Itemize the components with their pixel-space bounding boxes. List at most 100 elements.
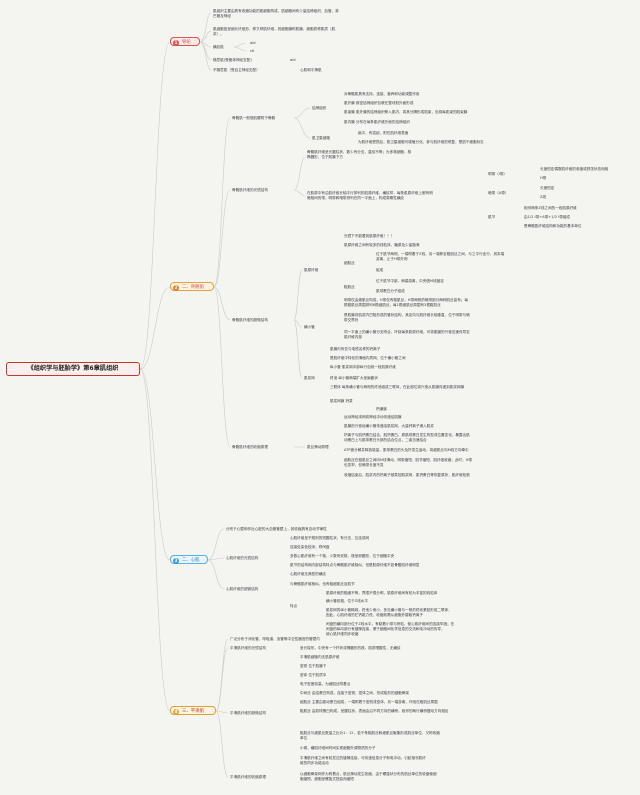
mindmap-node[interactable]: 位于肌节两侧，一端附着于Z线，另一端伸至粗肌丝之间，与之平行走行，其末端: [376, 252, 505, 256]
skeletal-branch-ultrastructure[interactable]: 骨骼肌纤维的超微结构: [232, 318, 268, 322]
intro-node[interactable]: 随意肌(受躯体神经支配): [213, 58, 252, 62]
mindmap-node[interactable]: 钙离子与肌钙蛋白结合，肌钙蛋白、原肌球蛋白发生构型或位置变化，暴露出肌: [344, 433, 470, 437]
mindmap-node[interactable]: 位于肌节中部，两端游离，中央借M线固定: [376, 279, 444, 283]
mindmap-node[interactable]: 运动神经末梢将神经冲动传递给肌膜: [344, 415, 402, 419]
mindmap-node[interactable]: 动蛋白上与肌球蛋白头部的结合位点，二者迅速结合: [344, 438, 427, 442]
intro-node[interactable]: ald: [250, 41, 256, 45]
mindmap-node[interactable]: 游离，止于H带外侧: [376, 257, 408, 261]
mindmap-node[interactable]: 是骨骼肌纤维结构和功能的基本单位: [524, 224, 582, 228]
mindmap-node[interactable]: 同一平面上的横小管分支吻合，环绕每条肌原纤维，可将肌膜的兴奋迅速传导至: [344, 330, 470, 334]
mindmap-node[interactable]: 收缩结束后，肌浆内的钙离子被泵回肌浆网，肌钙蛋白等恢复原状，肌纤维松弛: [344, 473, 470, 477]
mindmap-node[interactable]: 骨骼肌纤维呈长圆柱状，数少有分支，直径不等；为多核细胞，核: [307, 150, 412, 154]
intro-node[interactable]: 心肌和平滑肌: [300, 68, 322, 72]
mindmap-node[interactable]: 肌原纤维之间有较多的线粒体，糖原及少量脂滴: [344, 243, 420, 247]
mindmap-node[interactable]: 肌卫星细胞: [312, 136, 330, 140]
mindmap-node[interactable]: 也变窄，但暗带长度不变: [344, 463, 384, 467]
mindmap-node[interactable]: 为肌纤维受损后，肌卫星细胞可增殖分化，参与肌纤维的修复，是肌干细胞标志: [358, 140, 484, 144]
smooth-branch-light[interactable]: 平滑肌纤维的光镜结构: [230, 646, 266, 650]
mindmap-node[interactable]: 光镜下不能看到肌原纤维！！！: [344, 234, 395, 238]
mindmap-node[interactable]: 肌膜的兴奋经横小管传递给肌浆网，大量钙离子涌入肌浆: [344, 424, 434, 428]
mindmap-node[interactable]: 肌原纤维: [304, 268, 319, 272]
mindmap-node[interactable]: H带: [540, 176, 547, 180]
mindmap-node[interactable]: 对骨骼肌具有支持、连接、营养和功能调整作用: [344, 92, 420, 96]
skeletal-branch-light-microscope[interactable]: 骨骼肌纤维的光镜结构: [232, 188, 268, 192]
mindmap-node[interactable]: 平滑肌细胞内无肌原纤维: [300, 655, 340, 659]
mindmap-node[interactable]: 三联体 每条横小管与两侧的终池组成三联体，在此部位将兴奋从肌膜传递到肌浆网膜: [330, 385, 465, 389]
mindmap-node[interactable]: 维的同步功能活动: [300, 761, 329, 765]
skeletal-branch-attachment[interactable]: 骨骼肌一般借肌腱附于骨骼: [232, 116, 276, 120]
mindmap-node[interactable]: 钙通道: [376, 407, 387, 411]
intro-node[interactable]: 肌细胞因呈细长纤维形，称又称肌纤维，其细胞膜称肌膜，细胞质称肌质（肌: [213, 27, 336, 31]
mindmap-node[interactable]: 肌节: [488, 215, 496, 219]
mindmap-node[interactable]: 带交界处: [344, 318, 359, 322]
mindmap-node[interactable]: 闰盘的横向部分位于Z线水平，有黏着小带与桥粒，使心肌纤维间的连接牢固；在: [326, 622, 455, 626]
mindmap-node[interactable]: 肌束膜 肌外膜的结缔组织伸入肌内，将其分隔形成肌束，包绕每肌束的肌束膜: [344, 110, 468, 114]
cardiac-branch-ultra[interactable]: 心肌纤维的超微结构: [226, 587, 259, 591]
mindmap-node[interactable]: 长度恒定: [540, 186, 555, 190]
mindmap-node[interactable]: 多数心肌纤维有一个核，少数有双核，核呈卵圆形，位于细胞中央: [290, 554, 395, 558]
mindmap-node[interactable]: 使心肌纤维同步收缩: [326, 632, 359, 636]
mindmap-node[interactable]: 椭圆形，位于肌膜下方: [307, 155, 343, 159]
smooth-branch-ultra[interactable]: 平滑肌纤维的超微结构: [230, 711, 266, 715]
mindmap-node[interactable]: 粗肌丝与细肌丝数量之比为1：12，若干条粗肌丝和细肌丝聚集形成肌丝单位，又称收缩: [300, 731, 440, 735]
mindmap-node[interactable]: 在肌原中有沿肌纤维长轴平行排列的肌原纤维，横纹样，每条肌原纤维上都有明: [307, 191, 433, 195]
mindmap-node[interactable]: 明带（I带）: [488, 172, 508, 176]
mindmap-node[interactable]: 电子密度较高，为细肌丝附着点: [300, 682, 351, 686]
mindmap-node[interactable]: 相邻两条Z线之间的一段肌原纤维: [524, 206, 577, 210]
mindmap-node[interactable]: 密体 位于肌质中: [300, 673, 327, 677]
mindmap-node[interactable]: 粗肌丝: [344, 285, 355, 289]
mindmap-node[interactable]: 横小管: [304, 325, 315, 329]
root-topic[interactable]: 《组织学与胚胎学》第6章肌组织: [6, 362, 140, 376]
mindmap-node[interactable]: 广泛分布于消化管、呼吸道、血管等中空性器官的管壁内: [230, 637, 320, 641]
mindmap-node[interactable]: 暗带（A带）: [488, 191, 509, 195]
mindmap-node[interactable]: 肌外膜 致密结缔组织包裹在整块肌外面形成: [344, 101, 414, 105]
mindmap-node[interactable]: 暗相间的带，明带和暗带排列在同一平面上，构成周期性横纹: [307, 196, 405, 200]
mindmap-node[interactable]: 肌节的结构和内部结构特点与骨骼肌纤维相似，但是肌原纤维不如骨骼肌纤维明显: [290, 563, 420, 567]
mindmap-node[interactable]: 分布于心壁和邻近心脏的大血管管壁上，其收缩具有自动节律性: [226, 527, 327, 531]
intro-node[interactable]: 巴管及神经: [213, 14, 231, 18]
mindmap-node[interactable]: 肌浆网的纵小管稀疏，终池少而小，多见横小管与一侧的终池紧贴形成二联体，: [326, 608, 452, 612]
mindmap-node[interactable]: 平滑肌纤维之间有较发达的缝隙连接，可传递信息分子和电冲动，引起相邻肌纤: [300, 756, 426, 760]
mindmap-node[interactable]: 细肌丝在粗肌丝之间向M线滑动，明带缩短，肌节缩短，肌纤维收缩，此时，H带: [344, 458, 472, 462]
mindmap-node[interactable]: 中间丝 由结蛋白构成，连接于密斑、密体之间，形成梭形的细胞骨架: [300, 691, 409, 695]
mindmap-node[interactable]: 肌浆网膜 钙泵: [330, 399, 353, 403]
intro-node[interactable]: ald: [290, 58, 296, 62]
mindmap-node[interactable]: 呈长梭形，中央有一个杆状或椭圆形的核，肌质嗜酸性，无横纹: [300, 646, 401, 650]
mindmap-node[interactable]: ATP被分解并释放能量，肌球蛋白的头及杆发生屈动，将细肌丝向M线方向牵引: [344, 448, 469, 452]
mindmap-node[interactable]: 小窝，横肌纤维间时间实现细胞外调物质的分子: [300, 746, 376, 750]
mindmap-node[interactable]: 是肌纤维中特化的滑面内质网，位于横小管之间: [330, 356, 406, 360]
mindmap-node[interactable]: 是肌膜向肌浆内凹陷形成的管状结构，其走向与肌纤维长轴垂直，位于明带与暗: [344, 313, 470, 317]
mindmap-node[interactable]: 扁平，有突起，附在肌纤维表面: [358, 131, 409, 135]
mindmap-node[interactable]: Z线: [540, 195, 547, 199]
mindmap-node[interactable]: 特点: [290, 604, 298, 608]
smooth-branch-contraction[interactable]: 平滑肌纤维的收缩原理: [230, 775, 266, 779]
mindmap-node[interactable]: 密斑 位于肌膜下: [300, 664, 327, 668]
mindmap-node[interactable]: 心肌纤维呈不规则的短圆柱状，有分支，互连成网: [290, 536, 370, 540]
mindmap-node[interactable]: 明带仅由细肌丝构成，H带仅有粗肌丝，H带两侧的暗带部分两种肌丝皆有；每: [344, 298, 468, 302]
skeletal-branch-contraction[interactable]: 骨骼肌纤维的收缩原理: [232, 445, 268, 449]
mindmap-node[interactable]: 粗肌丝 由肌球蛋白构成，呈圆柱状，表面由沿不同方向的横桥，相邻的两行横桥摆动方向…: [300, 709, 449, 713]
mindmap-node[interactable]: 心肌纤维无典型的横纹: [290, 572, 326, 576]
mindmap-node[interactable]: 闰盘的纵向部分有缝隙连接，便于细胞间化学信息的交流和电冲动的传导，: [326, 627, 445, 631]
mindmap-node[interactable]: 单位: [300, 736, 308, 740]
mindmap-node[interactable]: 肌原纤维的粗细不等，界限不很分明，肌原纤维间有较为丰富的线粒体: [326, 591, 438, 595]
mindmap-node[interactable]: 横小管较粗，位于Z线水平: [326, 599, 368, 603]
mindmap-node[interactable]: 肌膜内有亚与电镜名称的钙离子: [330, 347, 381, 351]
intro-node[interactable]: 不随意肌（受自主神经支配）: [213, 68, 260, 72]
mindmap-node[interactable]: 组成: [376, 268, 384, 272]
mindmap-node[interactable]: 肌浆网: [304, 376, 315, 380]
mindmap-node[interactable]: 肌丝滑动原理: [307, 445, 329, 449]
mindmap-node[interactable]: 终池 纵小管两端扩大呈扁囊状: [330, 376, 378, 380]
intro-node[interactable]: 浆）。: [213, 32, 224, 36]
mindmap-node[interactable]: 连接处染色较深，称闰盘: [290, 545, 330, 549]
intro-node[interactable]: ctl: [250, 49, 255, 53]
mindmap-node[interactable]: 以细胞骨架网作为附着点，肌丝滑动发生收缩，由于螺旋状分布的肌丝单位的收缩使细: [300, 772, 437, 776]
mindmap-node[interactable]: 胞缩短，细胞呈螺旋式扭曲而缩短: [300, 777, 354, 781]
mindmap-node[interactable]: 由1/2 I带+A带+1/2 I带组成: [524, 215, 571, 219]
mindmap-node[interactable]: 纵小管 肌浆网中部纵行包绕一段肌原纤维: [330, 365, 396, 369]
mindmap-node[interactable]: 与骨骼肌纤维相似，也有粗细肌丝及肌节: [290, 582, 355, 586]
mindmap-node[interactable]: 细肌丝 主要由肌动蛋白组成，一端附着于密斑或密体，另一端游离，环绕在粗肌丝周围: [300, 700, 438, 704]
